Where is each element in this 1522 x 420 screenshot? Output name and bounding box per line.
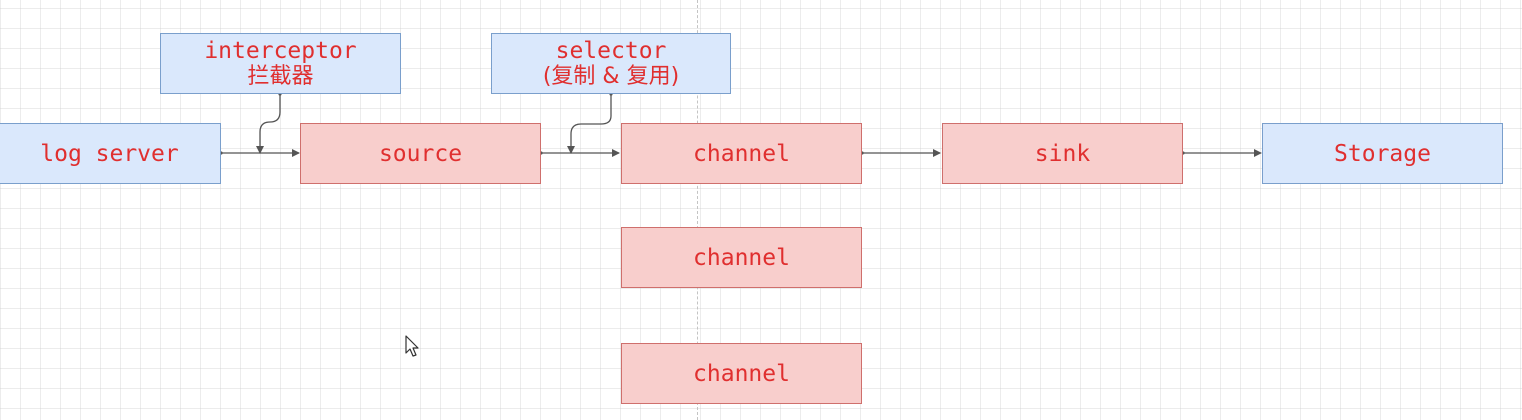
storage-label: Storage <box>1334 140 1431 167</box>
edge-interceptor-to-flow <box>256 92 282 154</box>
center-guide-line <box>697 0 698 420</box>
interceptor-node[interactable]: interceptor 拦截器 <box>160 33 401 94</box>
interceptor-label: interceptor <box>204 37 357 64</box>
channel-node-1[interactable]: channel <box>621 123 862 184</box>
channel-label: channel <box>693 244 790 271</box>
source-label: source <box>378 140 463 167</box>
channel-label: channel <box>693 360 790 387</box>
sink-node[interactable]: sink <box>942 123 1183 184</box>
channel-label: channel <box>693 140 790 167</box>
selector-node[interactable]: selector (复制 & 复用) <box>491 33 731 94</box>
channel-node-3[interactable]: channel <box>621 343 862 404</box>
selector-label: selector <box>555 37 667 64</box>
source-node[interactable]: source <box>300 123 541 184</box>
mouse-pointer-icon <box>405 335 419 357</box>
channel-node-2[interactable]: channel <box>621 227 862 288</box>
log-server-node[interactable]: log server <box>0 123 221 184</box>
log-server-label: log server <box>40 140 179 167</box>
selector-sublabel: (复制 & 复用) <box>542 63 680 89</box>
sink-label: sink <box>1034 140 1091 167</box>
storage-node[interactable]: Storage <box>1262 123 1503 184</box>
edge-selector-to-flow <box>567 92 613 154</box>
interceptor-sublabel: 拦截器 <box>247 63 314 89</box>
